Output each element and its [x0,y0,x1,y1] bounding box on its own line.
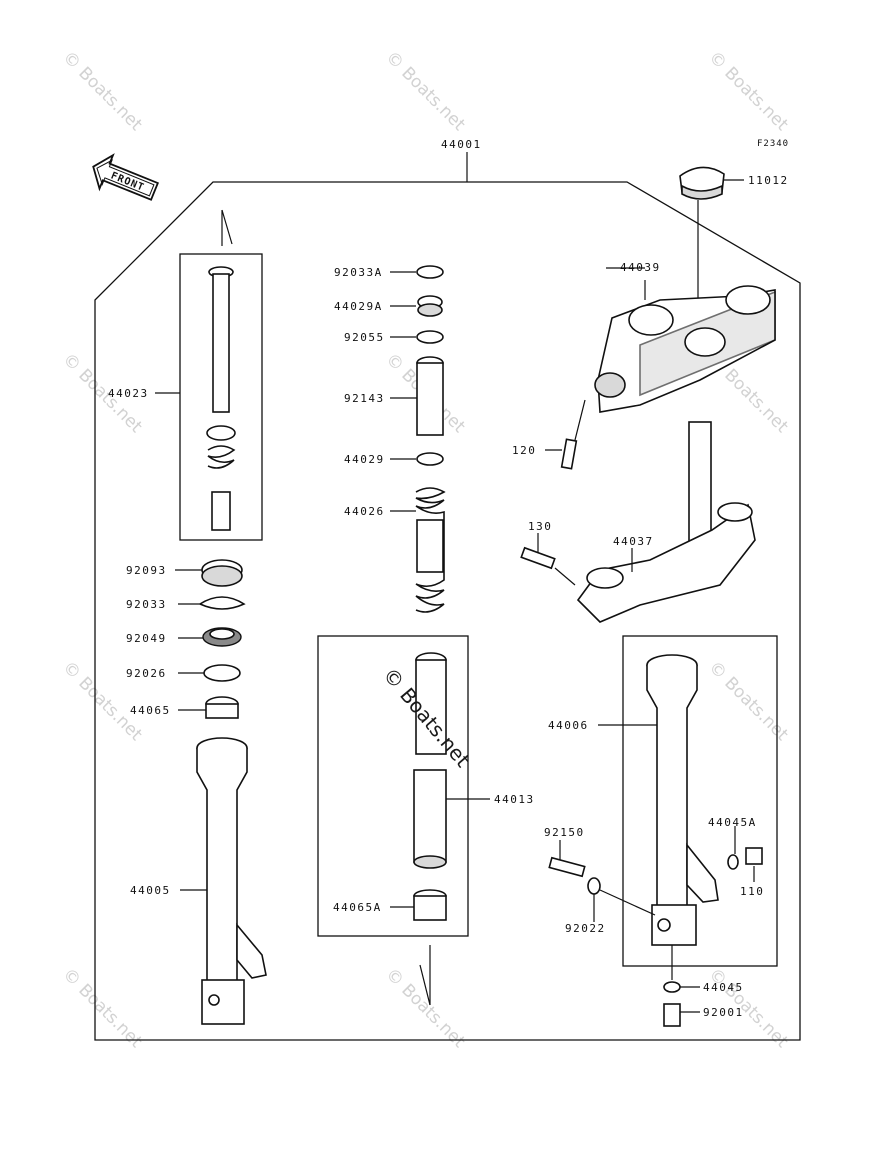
part-44037-stem-bracket: 44037 [576,421,756,623]
part-44045-92001: 44045 92001 [663,945,744,1027]
watermark: © Boats.net [381,47,469,135]
part-label-92049: 92049 [126,632,167,645]
part-120-bolt: 120 [512,399,586,470]
part-130-bolt: 130 [520,520,576,586]
front-arrow-icon: FRONT [92,153,159,201]
part-label-44065: 44065 [130,704,171,717]
left-seal-stack: 92093 92033 92049 92026 44065 [126,559,246,719]
part-label-44006: 44006 [548,719,589,732]
part-label-44026: 44026 [344,505,385,518]
part-label-130: 130 [528,520,552,533]
part-label-92143: 92143 [344,392,385,405]
part-label-44039: 44039 [620,261,661,274]
part-label-92033A: 92033A [334,266,383,279]
part-label-92055: 92055 [344,331,385,344]
spring-guide-box [317,635,469,937]
watermark: © Boats.net [704,47,792,135]
right-leg-box [622,635,778,967]
watermark: © Boats.net [58,47,146,135]
middle-stack: 92033A 44029A 92055 92143 44029 44026 [334,265,446,613]
part-label-110: 110 [740,885,764,898]
part-label-92150: 92150 [544,826,585,839]
part-11012-cap: 11012 [679,166,789,338]
part-44039-upper-bracket: 44039 [594,261,776,413]
part-44006-right-outer-tube: 44006 [548,654,719,946]
part-label-92001: 92001 [703,1006,744,1019]
figure-code: F2340 [757,139,789,149]
part-44023-damper-rod: 44023 [108,266,236,531]
part-label-44001: 44001 [441,138,482,151]
part-label-92022: 92022 [565,922,606,935]
watermark: © Boats.net [704,657,792,745]
part-label-44037: 44037 [613,535,654,548]
watermark: © Boats.net [381,964,469,1052]
part-92150-bolt: 92150 92022 [544,826,656,935]
part-44005-left-outer-tube: 44005 [130,737,267,1025]
part-label-44005: 44005 [130,884,171,897]
part-44013-collars: 44013 44065A [333,652,535,921]
part-label-44013: 44013 [494,793,535,806]
watermark: © Boats.net [58,964,146,1052]
part-label-44045A: 44045A [708,816,757,829]
part-label-11012: 11012 [748,174,789,187]
part-label-120: 120 [512,444,536,457]
part-label-44029A: 44029A [334,300,383,313]
assembly-outline [94,181,801,1041]
part-label-92026: 92026 [126,667,167,680]
part-label-44023: 44023 [108,387,149,400]
part-label-92093: 92093 [126,564,167,577]
part-44045A-110: 44045A 110 [708,816,764,898]
part-label-92033: 92033 [126,598,167,611]
part-label-44029: 44029 [344,453,385,466]
part-label-44045: 44045 [703,981,744,994]
part-label-44065A: 44065A [333,901,382,914]
inner-tube-box [179,253,263,541]
